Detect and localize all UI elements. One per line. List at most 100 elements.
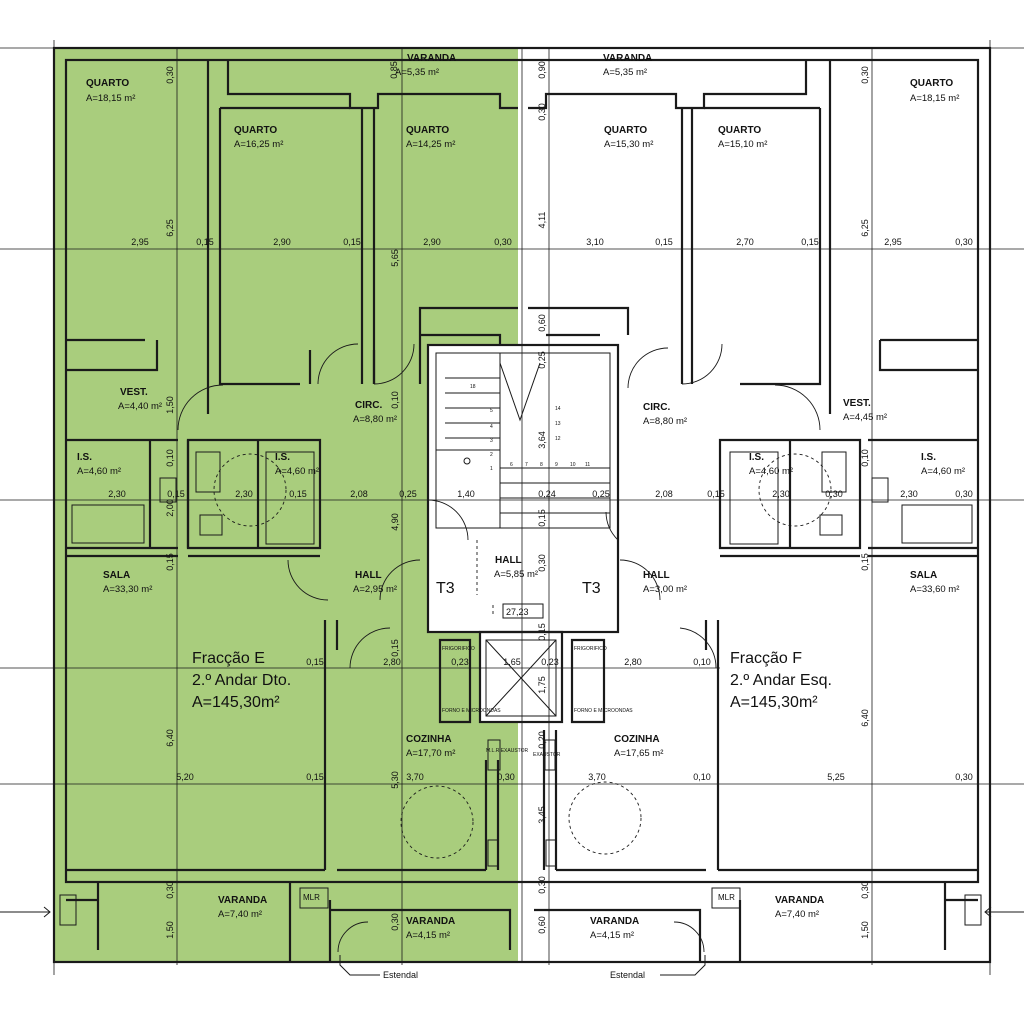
- dimension-label: 2,80: [383, 657, 401, 667]
- dimension-label: 2,30: [235, 489, 253, 499]
- dimension-label: 0,23: [451, 657, 469, 667]
- stair-step-number: 5: [490, 408, 493, 414]
- dimension-label: 2,80: [624, 657, 642, 667]
- stair-step-number: 18: [470, 384, 476, 390]
- dimension-label: 2,30: [772, 489, 790, 499]
- e-hall-name: HALL: [355, 570, 382, 581]
- dimension-label: 2,95: [884, 237, 902, 247]
- vertical-dimension-label: 6,25: [165, 219, 175, 237]
- f-circ-name: CIRC.: [643, 402, 670, 413]
- vertical-dimension-label: 0,30: [860, 66, 870, 84]
- fixtures: [59, 362, 982, 926]
- e-sala-name: SALA: [103, 570, 130, 581]
- vertical-dimension-label: 0,15: [537, 623, 547, 641]
- f-sala-name: SALA: [910, 570, 937, 581]
- stair-step-number: 11: [585, 462, 590, 468]
- fraction-labels: Fracção E2.º Andar Dto.A=145,30m²Fracção…: [192, 650, 832, 711]
- f-varanda-bm-name: VARANDA: [590, 916, 639, 927]
- vertical-dimension-label: 0,15: [860, 553, 870, 571]
- dimension-label: 0,30: [955, 489, 973, 499]
- dimension-label: 2,30: [108, 489, 126, 499]
- vertical-dimension-label: 0,15: [165, 553, 175, 571]
- t3-left-label: T3: [436, 580, 455, 597]
- dimension-label: 0,15: [655, 237, 673, 247]
- stair-step-number: 12: [555, 436, 561, 442]
- section-markers: [0, 906, 1024, 976]
- e-cozinha-area: A=17,70 m²: [406, 748, 455, 759]
- dimension-label: 1,65: [503, 657, 521, 667]
- e-is-2-name: I.S.: [275, 452, 290, 463]
- vertical-dimension-label: 0,25: [537, 351, 547, 369]
- f-varanda-bm-area: A=4,15 m²: [590, 930, 634, 941]
- vertical-dimension-label: 0,10: [390, 391, 400, 409]
- dimension-label: 0,25: [399, 489, 417, 499]
- f-circ-area: A=8,80 m²: [643, 416, 687, 427]
- e-quarto-2-name: QUARTO: [234, 125, 277, 136]
- dimension-label: 0,15: [801, 237, 819, 247]
- f-quarto-1-name: QUARTO: [604, 125, 647, 136]
- vertical-dimension-label: 3,45: [537, 806, 547, 824]
- vertical-dimension-label: 0,20: [537, 731, 547, 749]
- f-quarto-1-area: A=15,30 m²: [604, 139, 653, 150]
- fraccao-e-area: A=145,30m²: [192, 694, 280, 711]
- f-varanda-top-name: VARANDA: [603, 53, 652, 64]
- vertical-dimension-label: 5,65: [390, 249, 400, 267]
- e-is-1-name: I.S.: [77, 452, 92, 463]
- f-quarto-2-name: QUARTO: [718, 125, 761, 136]
- dimension-label: 5,25: [827, 772, 845, 782]
- t3-right-label: T3: [582, 580, 601, 597]
- stair-step-number: 9: [555, 462, 558, 468]
- dimension-label: 0,25: [592, 489, 610, 499]
- f-is-1-area: A=4,60 m²: [749, 466, 793, 477]
- e-varanda-bl-area: A=7,40 m²: [218, 909, 262, 920]
- dimension-label: 3,70: [588, 772, 606, 782]
- fraccao-e-name: Fracção E: [192, 650, 265, 667]
- dimension-label: 0,15: [707, 489, 725, 499]
- e-varanda-top-area: A=5,35 m²: [395, 67, 439, 78]
- c-hall-name: HALL: [495, 555, 522, 566]
- vertical-dimension-label: 0,30: [165, 66, 175, 84]
- vertical-dimension-label: 0,60: [537, 916, 547, 934]
- dimension-label: 3,10: [586, 237, 604, 247]
- dimension-label: 0,23: [541, 657, 559, 667]
- c-hall-area: A=5,85 m²: [494, 569, 538, 580]
- dimension-label: 3,70: [406, 772, 424, 782]
- dimension-label: 2,95: [131, 237, 149, 247]
- dimension-label: 2,08: [350, 489, 368, 499]
- f-varanda-br-area: A=7,40 m²: [775, 909, 819, 920]
- stair-step-number: 13: [555, 421, 561, 427]
- f-hall-name: HALL: [643, 570, 670, 581]
- vertical-dimension-label: 0,30: [390, 913, 400, 931]
- fraccao-f-name: Fracção F: [730, 650, 802, 667]
- dimension-label: 0,15: [289, 489, 307, 499]
- walls: [52, 46, 992, 964]
- vertical-dimension-label: 0,90: [537, 61, 547, 79]
- dimension-label: 0,30: [955, 772, 973, 782]
- vertical-dimension-label: 3,64: [537, 431, 547, 449]
- e-varanda-bm-area: A=4,15 m²: [406, 930, 450, 941]
- vertical-dimension-label: 4,11: [537, 212, 547, 229]
- mlr-right-label: MLR: [718, 893, 735, 902]
- vertical-dimension-label: 1,50: [165, 396, 175, 414]
- vertical-dimension-label: 5,30: [390, 771, 400, 789]
- vertical-dimension-label: 0,30: [537, 876, 547, 894]
- e-varanda-top-name: VARANDA: [407, 53, 456, 64]
- vertical-dimension-label: 1,75: [537, 676, 547, 694]
- vertical-dimension-label: 6,40: [860, 709, 870, 727]
- stair-area-box: [502, 603, 544, 619]
- f-varanda-br-name: VARANDA: [775, 895, 824, 906]
- room-labels: QUARTO A=18,15 m² VARANDA A=5,35 m² QUARTO A=…: [77, 53, 965, 941]
- vertical-dimension-label: 6,40: [165, 729, 175, 747]
- vertical-dimension-label: 0,30: [537, 554, 547, 572]
- dimension-label: 0,15: [306, 657, 324, 667]
- estendal-left-label: Estendal: [383, 970, 418, 980]
- f-vest-area: A=4,45 m²: [843, 412, 887, 423]
- stair-step-number: 14: [555, 406, 561, 412]
- f-quarto-3-area: A=18,15 m²: [910, 93, 959, 104]
- estendal-right-label: Estendal: [610, 970, 645, 980]
- e-quarto-2-area: A=16,25 m²: [234, 139, 283, 150]
- frigorifico-right-label: FRIGORIFICO: [574, 646, 607, 652]
- e-circ-area: A=8,80 m²: [353, 414, 397, 425]
